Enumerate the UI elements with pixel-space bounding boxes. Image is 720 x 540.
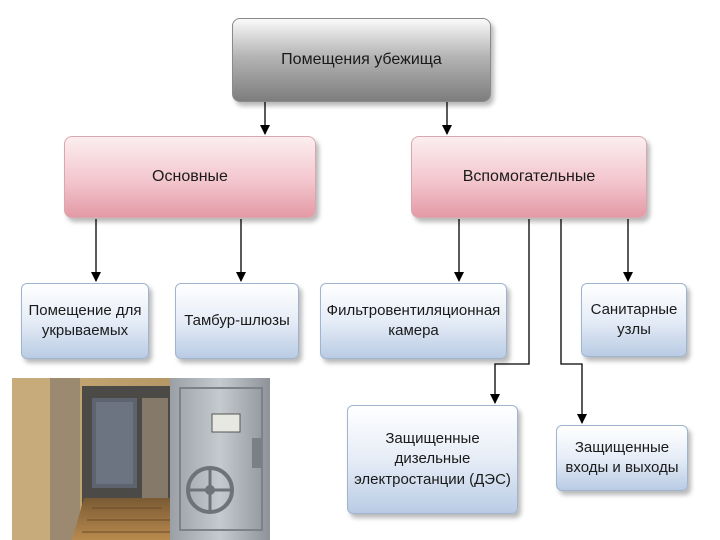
hermetic-door-icon [12,378,270,540]
shelter-door-photo [12,378,270,540]
category-main-node: Основные [64,136,316,218]
leaf-shelter-room-node: Помещение для укрываемых [21,283,149,359]
arrow-aux-to-diesel [490,219,530,404]
category-aux-node: Вспомогательные [411,136,647,218]
arrow-aux-to-entrances [560,219,587,424]
leaf-entrances-node: Защищенные входы и выходы [556,425,688,491]
root-node: Помещения убежища [232,18,491,102]
leaf-airlocks-node: Тамбур-шлюзы [175,283,299,359]
leaf-diesel-node: Защищенные дизельные электростанции (ДЭС… [347,405,518,514]
leaf-filter-vent-node: Фильтровентиляционная камера [320,283,507,359]
leaf-sanitary-node: Санитарные узлы [581,283,687,357]
